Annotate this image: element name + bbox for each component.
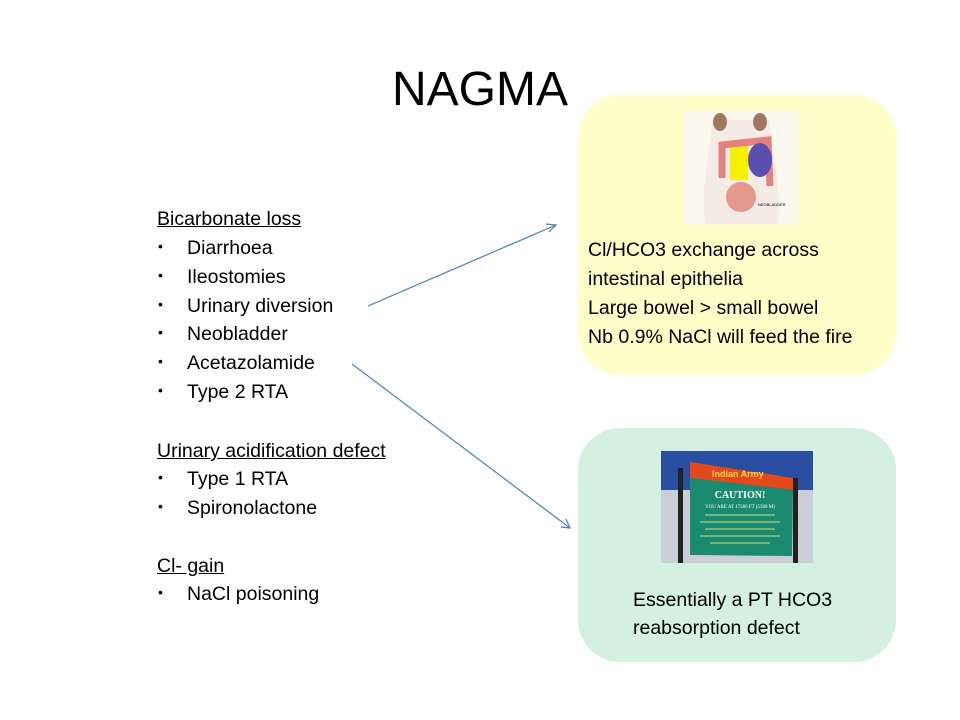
callout-text: Essentially a PT HCO3 bbox=[633, 589, 833, 611]
arrowhead-icon bbox=[545, 223, 558, 233]
bullet-icon: • bbox=[158, 382, 163, 398]
callout-text: reabsorption defect bbox=[633, 617, 800, 639]
bullet-icon: • bbox=[158, 353, 163, 369]
neobladder-label: NEOBLADDER bbox=[758, 202, 786, 207]
list-item: Type 2 RTA bbox=[187, 381, 289, 403]
bullet-icon: • bbox=[158, 238, 163, 254]
bullet-icon: • bbox=[158, 584, 163, 600]
sign-header: Indian Army bbox=[712, 469, 764, 479]
list-item: Diarrhoea bbox=[187, 237, 273, 259]
arrowhead-icon bbox=[560, 518, 571, 529]
callout-text: Nb 0.9% NaCl will feed the fire bbox=[588, 326, 853, 348]
list-item: Urinary diversion bbox=[187, 295, 334, 317]
list-item: Spironolactone bbox=[187, 497, 318, 519]
callout-text: intestinal epithelia bbox=[588, 268, 744, 290]
sign-altitude: YOU ARE AT 17586 FT (5360 M) bbox=[705, 505, 775, 510]
sign-caution: CAUTION! bbox=[715, 490, 766, 501]
bullet-icon: • bbox=[158, 498, 163, 514]
callout-text: Large bowel > small bowel bbox=[588, 297, 819, 319]
list-item: Type 1 RTA bbox=[187, 468, 289, 490]
bullet-icon: • bbox=[158, 469, 163, 485]
heading-bicarbonate-loss: Bicarbonate loss bbox=[157, 208, 302, 230]
heading-urinary-acidification-defect: Urinary acidification defect bbox=[157, 440, 386, 462]
bullet-icon: • bbox=[158, 296, 163, 312]
arrow-to-intestinal-box bbox=[367, 224, 557, 307]
heading-cl-gain: Cl- gain bbox=[157, 555, 225, 577]
bullet-icon: • bbox=[158, 267, 163, 283]
arrow-to-pt-box bbox=[351, 363, 571, 529]
list-item: NaCl poisoning bbox=[187, 583, 320, 605]
list-item: Acetazolamide bbox=[187, 352, 315, 374]
list-item: Neobladder bbox=[187, 323, 288, 345]
slide-title: NAGMA bbox=[391, 63, 568, 116]
bullet-icon: • bbox=[158, 324, 163, 340]
list-item: Ileostomies bbox=[187, 266, 286, 288]
callout-text: Cl/HCO3 exchange across bbox=[588, 239, 819, 261]
